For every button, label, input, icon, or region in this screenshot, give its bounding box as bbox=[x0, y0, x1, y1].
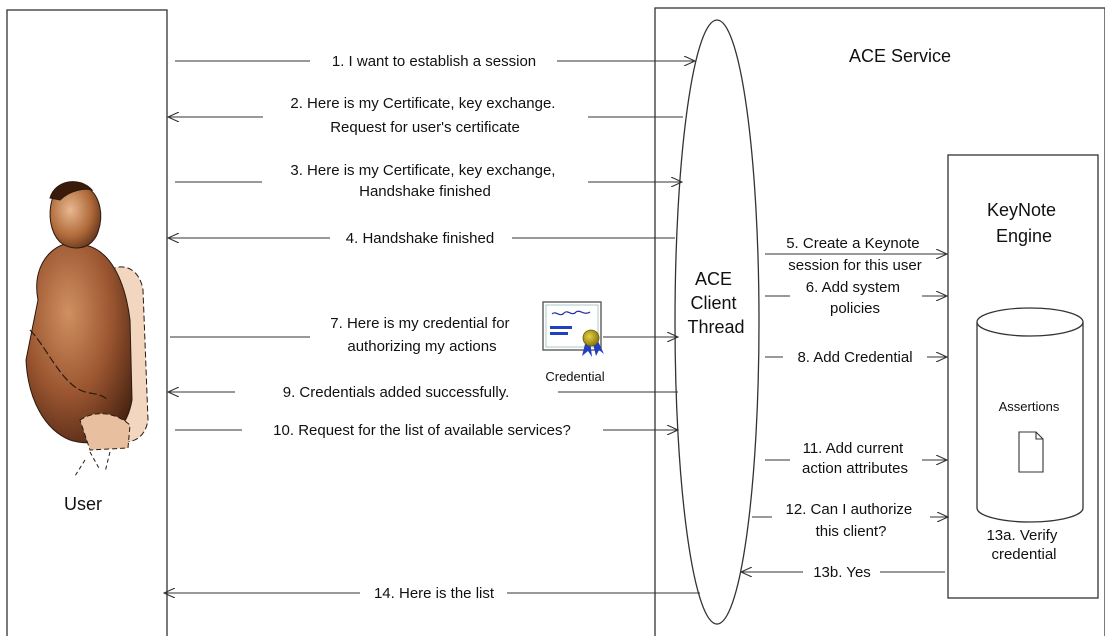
message-13b-text: 13b. Yes bbox=[813, 564, 871, 581]
ace-service-box bbox=[654, 7, 1105, 636]
message-12-text: 12. Can I authorize this client? bbox=[786, 501, 917, 540]
message-13b: 13b. Yes bbox=[741, 564, 945, 581]
document-icon bbox=[1018, 431, 1044, 473]
assertions-label: Assertions bbox=[999, 399, 1060, 414]
user-box bbox=[6, 9, 168, 636]
message-9: 9. Credentials added successfully. bbox=[168, 384, 678, 401]
message-2: 2. Here is my Certificate, key exchange.… bbox=[168, 95, 683, 136]
ace-service-label: ACE Service bbox=[849, 46, 951, 66]
user-label: User bbox=[64, 494, 102, 514]
message-8: 8. Add Credential bbox=[765, 349, 947, 366]
message-6-text: 6. Add system policies bbox=[806, 279, 904, 317]
message-9-text: 9. Credentials added successfully. bbox=[283, 384, 510, 401]
verify-line-1: 13a. Verify bbox=[986, 527, 1057, 544]
message-8-text: 8. Add Credential bbox=[797, 349, 912, 366]
verify-line-2: credential bbox=[991, 546, 1056, 563]
message-12: 12. Can I authorize this client? bbox=[752, 501, 948, 540]
ace-client-thread-label: ACE Client Thread bbox=[687, 269, 744, 337]
ace-client-thread-ellipse bbox=[674, 19, 760, 625]
keynote-engine-label: KeyNote Engine bbox=[987, 200, 1061, 246]
message-11: 11. Add current action attributes bbox=[765, 440, 947, 477]
message-4-text: 4. Handshake finished bbox=[346, 230, 494, 247]
message-14: 14. Here is the list bbox=[164, 585, 700, 602]
keynote-engine-box bbox=[947, 154, 1099, 599]
engine-line-1: KeyNote bbox=[987, 200, 1056, 220]
message-5: 5. Create a Keynote session for this use… bbox=[765, 235, 947, 274]
client-thread-line-3: Thread bbox=[687, 317, 744, 337]
client-thread-line-2: Client bbox=[690, 293, 736, 313]
message-5-text: 5. Create a Keynote session for this use… bbox=[786, 235, 924, 274]
credential-certificate-icon bbox=[542, 301, 604, 357]
message-7: 7. Here is my credential for authorizing… bbox=[170, 315, 678, 355]
message-10: 10. Request for the list of available se… bbox=[175, 422, 678, 439]
message-3: 3. Here is my Certificate, key exchange,… bbox=[175, 162, 682, 200]
verify-credential-label: 13a. Verify credential bbox=[986, 527, 1061, 563]
user-figure-icon bbox=[25, 181, 149, 477]
message-1-text: 1. I want to establish a session bbox=[332, 53, 536, 70]
client-thread-line-1: ACE bbox=[695, 269, 732, 289]
message-4: 4. Handshake finished bbox=[168, 230, 675, 247]
message-10-text: 10. Request for the list of available se… bbox=[273, 422, 571, 439]
message-14-text: 14. Here is the list bbox=[374, 585, 495, 602]
message-6: 6. Add system policies bbox=[765, 279, 947, 317]
message-2-text: 2. Here is my Certificate, key exchange.… bbox=[290, 95, 559, 136]
message-11-text: 11. Add current action attributes bbox=[802, 440, 908, 477]
message-3-text: 3. Here is my Certificate, key exchange,… bbox=[290, 162, 559, 200]
message-7-text: 7. Here is my credential for authorizing… bbox=[330, 315, 513, 355]
assertions-database: Assertions bbox=[976, 307, 1084, 523]
engine-line-2: Engine bbox=[996, 226, 1052, 246]
message-1: 1. I want to establish a session bbox=[175, 53, 695, 70]
credential-label: Credential bbox=[545, 369, 604, 384]
